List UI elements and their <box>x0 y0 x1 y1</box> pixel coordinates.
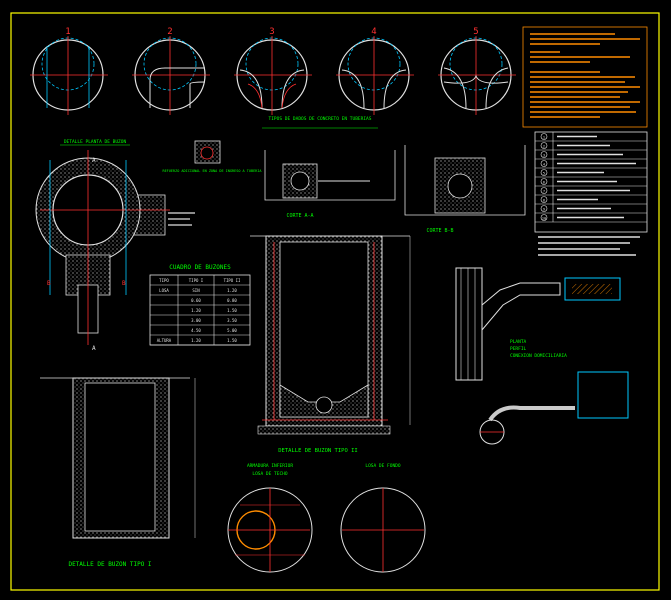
legend-number: 3 <box>543 154 545 158</box>
detalle-planta-title: DETALLE PLANTA DE BUZON <box>64 139 127 145</box>
stage-3: 3 <box>234 27 312 115</box>
table-cell: 1.50 <box>227 308 237 313</box>
refuerzo-detail: REFUERZO ADICIONAL EN ZONA DE INGRESO A … <box>162 140 262 173</box>
losa-fondo: LOSA DE FONDO <box>340 463 426 573</box>
legend-number: 1 <box>543 136 545 140</box>
buzon-tipo-ii: DETALLE DE BUZON TIPO II <box>250 235 411 454</box>
table-cell: 3.50 <box>227 318 237 323</box>
cuadro-title: CUADRO DE BUZONES <box>169 264 231 271</box>
armadura-title: ARMADURA INFERIOR <box>247 463 293 469</box>
stage-5-label: 5 <box>473 27 478 37</box>
table-cell: ALTURA <box>157 338 172 343</box>
table-cell: 3.00 <box>191 318 201 323</box>
stage-5: 5 <box>438 27 516 115</box>
legend-marker <box>540 133 548 140</box>
legend-number: 6 <box>543 181 545 185</box>
table-cell: 0.80 <box>227 298 237 303</box>
table-header: TIPO II <box>224 278 241 283</box>
table-cell: LOSA <box>159 288 169 293</box>
tipos-dados-title: TIPOS DE DADOS DE CONCRETO EN TUBERIAS <box>269 116 372 122</box>
cuadro-buzones: CUADRO DE BUZONES TIPO TIPO I TIPO II LOSA S… <box>149 264 251 346</box>
legend-number: 7 <box>543 190 545 194</box>
conexion-domiciliaria: PLANTA PERFIL CONEXION DOMICILIARIA <box>455 267 629 445</box>
outer-frame <box>10 12 660 591</box>
stage-2: 2 <box>132 27 210 115</box>
corte-b-title: CORTE B-B <box>426 228 453 234</box>
stage-1: 1 <box>30 27 108 115</box>
stage-4-label: 4 <box>371 27 376 37</box>
legend-marker <box>540 178 548 185</box>
perfil-label: PERFIL <box>510 346 527 352</box>
legend-number: 2 <box>543 145 545 149</box>
stage-4: 4 <box>336 27 414 115</box>
table-cell: 0.60 <box>191 298 201 303</box>
corte-a-title: CORTE A-A <box>286 213 313 219</box>
table-cell: 1.20 <box>227 288 237 293</box>
losa-fondo-title: LOSA DE FONDO <box>365 463 401 469</box>
table-header: TIPO I <box>189 278 204 283</box>
section-a-top: A <box>92 157 96 164</box>
legend-marker <box>540 196 548 203</box>
legend-marker <box>540 142 548 149</box>
buzon-tipo-i-title: DETALLE DE BUZON TIPO I <box>68 561 151 568</box>
buzon-tipo-ii-title: DETALLE DE BUZON TIPO II <box>278 448 357 454</box>
table-cell: 1.20 <box>191 308 201 313</box>
corte-b-detail: CORTE B-B <box>404 145 526 234</box>
table-cell: 5.00 <box>227 328 237 333</box>
table-cell: 4.50 <box>191 328 201 333</box>
stage-circles: 1 2 3 4 <box>30 27 516 115</box>
tipos-dados: TIPOS DE DADOS DE CONCRETO EN TUBERIAS <box>262 116 378 129</box>
legend-table: 1 2 3 4 5 6 7 8 9 10 <box>534 131 648 256</box>
stage-3-label: 3 <box>269 27 274 37</box>
stage-2-label: 2 <box>167 27 172 37</box>
legend-number: 4 <box>543 163 545 167</box>
notes-block <box>522 26 648 128</box>
section-b-right: B <box>122 280 126 287</box>
buzon-tipo-i: DETALLE DE BUZON TIPO I <box>40 377 196 568</box>
legend-marker <box>540 205 548 212</box>
legend-marker <box>540 151 548 158</box>
detalle-planta: DETALLE PLANTA DE BUZON A A B B <box>35 139 195 352</box>
corte-a-detail: CORTE A-A <box>264 150 396 219</box>
legend-marker <box>540 214 548 221</box>
legend-marker <box>540 169 548 176</box>
losa-techo-title: LOSA DE TECHO <box>252 471 288 477</box>
table-cell: 1.50 <box>227 338 237 343</box>
legend-number: 10 <box>542 217 546 221</box>
table-cell: 1.20 <box>191 338 201 343</box>
table-cell: SIN <box>192 288 200 293</box>
table-header: TIPO <box>159 278 169 283</box>
legend-number: 5 <box>543 172 545 176</box>
conexion-title: CONEXION DOMICILIARIA <box>510 353 567 359</box>
legend-number: 8 <box>543 199 545 203</box>
refuerzo-label: REFUERZO ADICIONAL EN ZONA DE INGRESO A … <box>162 169 262 173</box>
section-a-bottom: A <box>92 345 96 352</box>
legend-marker <box>540 160 548 167</box>
planta-label: PLANTA <box>510 339 527 345</box>
legend-number: 9 <box>543 208 545 212</box>
losa-techo: ARMADURA INFERIOR LOSA DE TECHO <box>227 463 313 573</box>
stage-1-label: 1 <box>65 27 70 37</box>
section-b-left: B <box>47 280 51 287</box>
legend-marker <box>540 187 548 194</box>
